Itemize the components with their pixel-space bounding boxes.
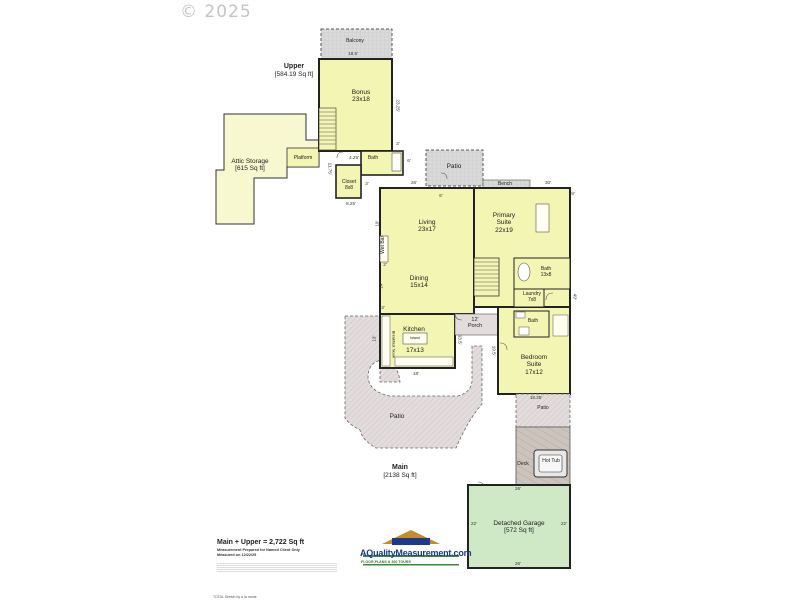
dim-13: 13' [371, 335, 377, 342]
dim-1175: 11.75' [327, 162, 333, 175]
wet-bar-label: Wet Bar [380, 235, 387, 254]
balcony-label: Balcony [346, 38, 364, 44]
main-level-label: Main[2138 Sq ft] [383, 464, 417, 480]
patio-right [515, 393, 571, 428]
company-logo-mark [363, 530, 459, 566]
dim-3b: 3' [381, 305, 385, 310]
company-tagline: FLOOR PLANS & 360 TOURS [361, 560, 411, 564]
wet-bar [379, 235, 389, 263]
dim-balcony: 18.5' [348, 51, 358, 56]
balcony-area [320, 28, 393, 60]
upper-stairs [318, 107, 337, 151]
laundry-room [513, 288, 545, 308]
patio-right-label: Patio [537, 405, 549, 411]
platform-label: Platform [293, 155, 313, 161]
dim-3: 3' [365, 181, 369, 186]
dim-30: 30' [545, 180, 551, 185]
porch-label: 12'Porch [467, 317, 483, 330]
copyright-watermark: © 2025 [180, 2, 252, 22]
dim-18: 18' [413, 371, 419, 376]
dim-195: 19.5' [491, 345, 497, 356]
kitchen-label: Kitchen [403, 326, 425, 333]
dim-14: 14' [378, 282, 384, 289]
dim-825: 8.25' [346, 201, 356, 206]
dim-2: 2' [383, 262, 387, 267]
dim-425: 4.25' [349, 155, 359, 160]
dim-garage-left: 22' [471, 521, 477, 526]
dim-garage-right: 22' [561, 521, 567, 526]
dim-garage-top: 26' [515, 486, 521, 491]
bench-label: Bench [497, 181, 513, 187]
dim-6: 6' [439, 193, 443, 198]
living-room [379, 187, 475, 315]
main-stairs [473, 257, 500, 297]
dim-9: 9' [571, 191, 575, 196]
attic-label: Attic Storage[615 Sq ft] [231, 158, 269, 173]
patio-top-label: Patio [446, 163, 462, 170]
dim-bath-h: 6' [407, 158, 411, 163]
upper-bath-label: Bath [367, 155, 379, 161]
island-label: Island [410, 336, 420, 340]
platform-area [286, 147, 320, 168]
total-area: Main + Upper = 2,722 Sq ft [217, 539, 305, 546]
breakfast-nook-label: Breakfast Nook [391, 330, 397, 358]
kitchen-island [402, 332, 428, 345]
dim-bath-w: 3' [396, 141, 400, 146]
dim-26: 26' [411, 180, 417, 185]
deck-label: Deck [517, 461, 529, 467]
garage-label: Detached Garage[572 Sq ft] [493, 520, 545, 535]
dim-garage-bottom: 26' [515, 561, 521, 566]
footer-credit: TOTAL Sketch by a la mode [213, 595, 257, 599]
upper-closet [335, 164, 362, 199]
measurement-note: Measurement Prepared for Named Client On… [217, 548, 300, 557]
upper-stair-treads [319, 111, 336, 145]
hall-bath-label: Bath [527, 318, 539, 324]
main-stair-treads [474, 261, 499, 291]
detached-garage [467, 484, 571, 569]
upper-level-label: Upper[584.19 Sq ft] [274, 63, 314, 79]
attic-storage-area [215, 113, 320, 225]
patio-top [425, 149, 484, 187]
company-logo-text: AQualityMeasurement.com [360, 548, 472, 558]
dim-19: 19' [374, 220, 380, 227]
dim-1825: 18.25' [529, 395, 543, 400]
hot-tub-label: Hot Tub [542, 458, 560, 464]
patio-large-label: Patio [389, 413, 405, 420]
dim-49: 49' [572, 293, 578, 300]
kitchen-size: 17x13 [406, 347, 424, 354]
dim-135: 13.5' [457, 334, 463, 345]
disclaimer-block [217, 562, 337, 572]
dim-bonus-height: 23.25' [395, 99, 401, 112]
